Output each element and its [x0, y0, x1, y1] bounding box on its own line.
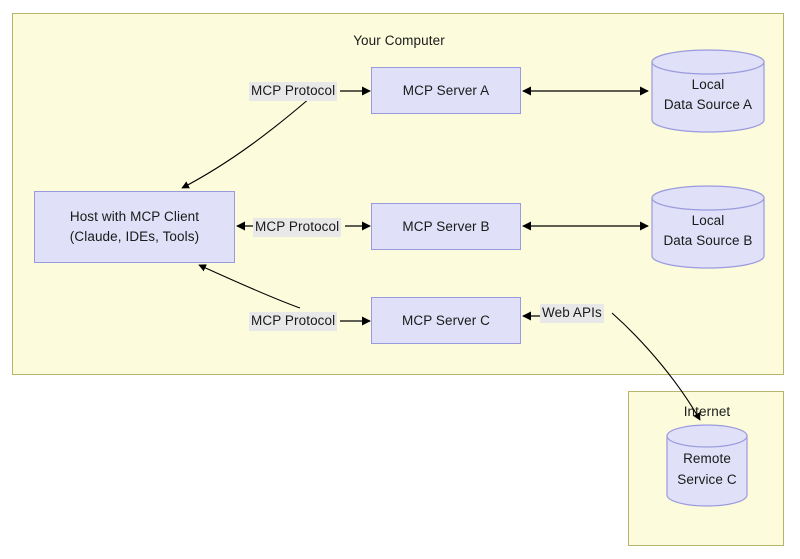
- cylinder-shape-icon: [666, 424, 748, 507]
- node-local-data-source-a[interactable]: Local Data Source A: [651, 49, 765, 133]
- cylinder-shape-icon: [651, 49, 765, 133]
- your-computer-title: Your Computer: [353, 33, 445, 48]
- server-a-label: MCP Server A: [402, 82, 490, 98]
- server-c-label: MCP Server C: [402, 312, 490, 328]
- internet-title: Internet: [683, 404, 731, 419]
- node-host-with-mcp-client[interactable]: Host with MCP Client (Claude, IDEs, Tool…: [34, 191, 235, 263]
- host-node-label-line1: Host with MCP Client: [69, 209, 200, 225]
- node-mcp-server-b[interactable]: MCP Server B: [371, 203, 521, 250]
- node-mcp-server-c[interactable]: MCP Server C: [371, 297, 521, 344]
- edge-label-protocol-a: MCP Protocol: [249, 82, 338, 101]
- edge-label-protocol-b: MCP Protocol: [253, 218, 342, 237]
- node-remote-service-c[interactable]: Remote Service C: [666, 424, 748, 507]
- cylinder-shape-icon: [651, 185, 765, 269]
- host-node-label-line2: (Claude, IDEs, Tools): [69, 229, 200, 244]
- node-mcp-server-a[interactable]: MCP Server A: [371, 67, 521, 114]
- node-local-data-source-b[interactable]: Local Data Source B: [651, 185, 765, 269]
- server-b-label: MCP Server B: [402, 218, 490, 234]
- edge-label-protocol-c: MCP Protocol: [249, 312, 338, 331]
- edge-label-web-apis: Web APIs: [540, 304, 604, 323]
